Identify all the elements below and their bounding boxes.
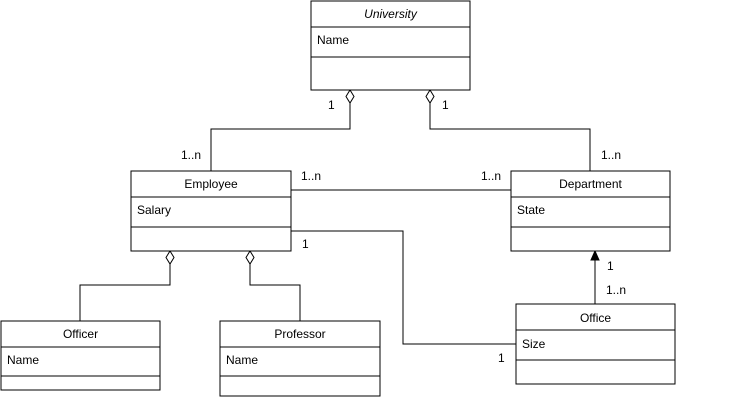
- multiplicity-univ-department-univ-end: 1: [442, 98, 449, 112]
- class-department-attribute: State: [517, 203, 545, 217]
- assoc-employee-professor: [249, 264, 301, 321]
- class-university-name: University: [364, 7, 418, 21]
- class-department-name: Department: [559, 177, 622, 191]
- assoc-university-department: [429, 103, 591, 171]
- multiplicity-employee-office-office-end: 1: [498, 351, 505, 365]
- aggregation-diamond-university-department: [425, 89, 435, 104]
- assoc-employee-officer: [79, 264, 171, 321]
- multiplicity-employee-department-employee-end: 1..n: [301, 169, 321, 183]
- class-professor-name: Professor: [274, 327, 325, 341]
- multiplicity-employee-office-employee-end: 1: [302, 237, 309, 251]
- assoc-university-employee: [210, 103, 351, 171]
- class-employee-name: Employee: [184, 177, 238, 191]
- multiplicity-univ-employee-univ-end: 1: [328, 98, 335, 112]
- aggregation-diamond-university-employee: [345, 89, 355, 104]
- class-university[interactable]: University Name: [310, 0, 471, 91]
- class-officer[interactable]: Officer Name: [0, 320, 161, 391]
- multiplicity-univ-department-department-end: 1..n: [601, 148, 621, 162]
- class-university-attribute: Name: [317, 33, 349, 47]
- multiplicity-office-department-office-end: 1..n: [606, 283, 626, 297]
- aggregation-diamond-employee-officer: [165, 250, 175, 265]
- class-employee-attribute: Salary: [137, 203, 171, 217]
- assoc-employee-office: [291, 230, 516, 345]
- multiplicity-office-department-department-end: 1: [607, 259, 614, 273]
- class-office[interactable]: Office Size: [515, 303, 676, 385]
- class-officer-name: Officer: [63, 327, 98, 341]
- multiplicity-employee-department-department-end: 1..n: [481, 169, 501, 183]
- arrowhead-office-department: [590, 249, 600, 261]
- class-office-attribute: Size: [522, 337, 546, 351]
- aggregation-diamond-employee-professor: [245, 250, 255, 265]
- class-employee[interactable]: Employee Salary: [130, 170, 292, 252]
- class-office-name: Office: [580, 311, 611, 325]
- class-professor[interactable]: Professor Name: [219, 320, 381, 397]
- class-professor-attribute: Name: [226, 353, 258, 367]
- multiplicity-univ-employee-employee-end: 1..n: [181, 148, 201, 162]
- class-officer-attribute: Name: [7, 353, 39, 367]
- class-department[interactable]: Department State: [510, 170, 671, 252]
